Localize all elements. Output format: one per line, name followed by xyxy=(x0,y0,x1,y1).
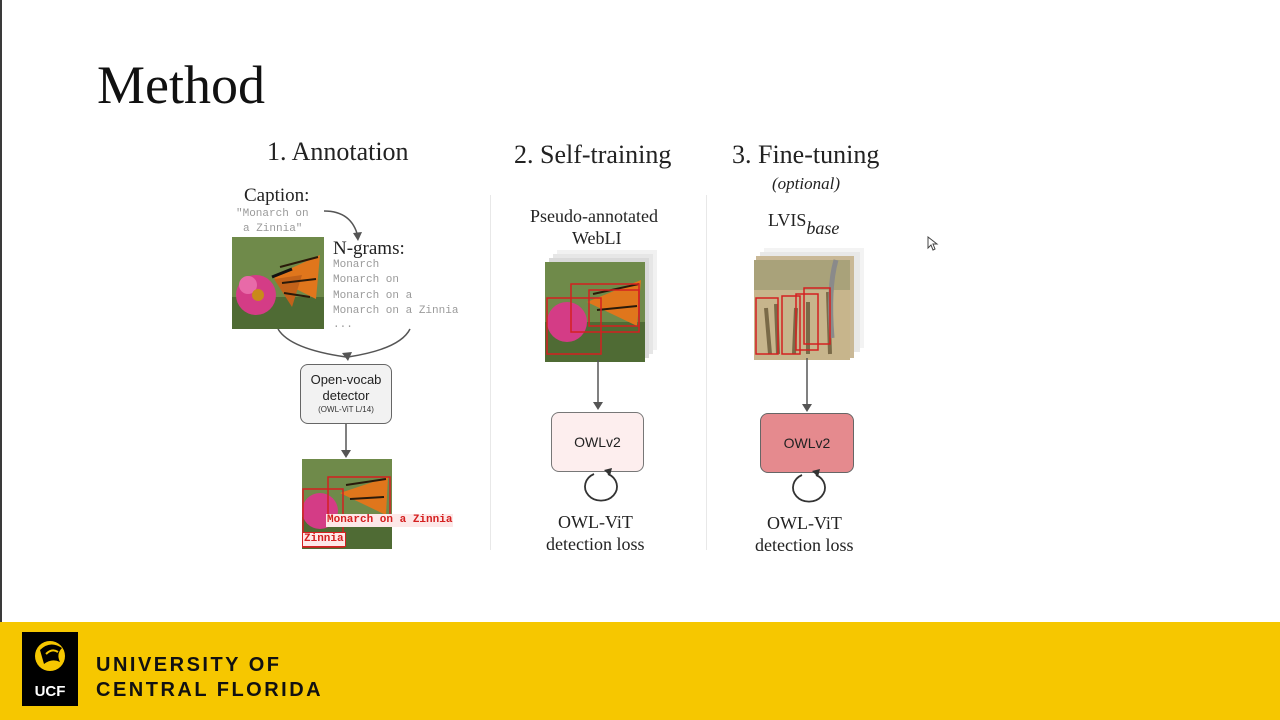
loss-label-line1: OWL-ViT xyxy=(558,512,633,532)
owlv2-box-fine-tuning: OWLv2 xyxy=(760,413,854,473)
ngram-item: Monarch xyxy=(333,259,380,271)
column-divider xyxy=(706,195,707,550)
lvis-text: LVIS xyxy=(768,210,807,230)
slide-frame xyxy=(0,0,2,622)
image-stack xyxy=(545,250,657,362)
loss-label-line1: OWL-ViT xyxy=(767,513,842,533)
ucf-logo: UCF xyxy=(22,632,78,706)
fine-tuning-heading: 3. Fine-tuning xyxy=(732,140,880,169)
lvis-label: LVISbase xyxy=(768,210,839,238)
merge-arrows xyxy=(277,328,411,361)
self-training-heading: 2. Self-training xyxy=(514,140,672,169)
butterfly-image xyxy=(232,237,324,329)
pegasus-icon: UCF xyxy=(35,641,66,700)
detector-line2: detector xyxy=(322,388,370,403)
dataset-label-line2: WebLI xyxy=(572,228,622,248)
caption-text-line1: "Monarch on xyxy=(236,208,309,220)
detector-line1: Open-vocab xyxy=(310,372,382,387)
cursor-icon xyxy=(927,236,939,251)
ngram-item: Monarch on xyxy=(333,274,400,286)
column-divider xyxy=(490,195,491,550)
caption-text-line2: a Zinnia" xyxy=(243,223,303,235)
box-label-zinnia: Zinnia xyxy=(302,532,346,547)
detector-subtitle: (OWL-ViT L/14) xyxy=(318,405,374,414)
logo-text: UCF xyxy=(35,683,66,700)
owlv2-box-self-training: OWLv2 xyxy=(551,412,644,472)
university-line1: UNIVERSITY OF xyxy=(96,654,282,676)
owlv2-label: OWLv2 xyxy=(574,434,621,450)
owlv2-label: OWLv2 xyxy=(783,435,831,451)
footer-bar xyxy=(0,622,1280,720)
university-line2: CENTRAL FLORIDA xyxy=(96,679,324,701)
loop-arrow xyxy=(584,468,618,502)
stack-down-arrow xyxy=(593,360,603,410)
caption-arrow xyxy=(323,210,362,241)
detector-down-arrow xyxy=(341,424,351,458)
ngram-item: ... xyxy=(333,319,353,331)
box-label-monarch: Monarch on a Zinnia xyxy=(326,514,454,527)
detector-box: Open-vocab detector (OWL-ViT L/14) xyxy=(300,364,392,424)
slide-title: Method xyxy=(97,55,265,115)
ngram-item: Monarch on a xyxy=(333,290,413,302)
loop-arrow xyxy=(792,469,826,503)
ngrams-label: N-grams: xyxy=(333,238,405,259)
ngram-item: Monarch on a Zinnia xyxy=(333,305,459,317)
caption-label: Caption: xyxy=(244,185,310,206)
lvis-subscript: base xyxy=(806,218,840,238)
annotation-heading: 1. Annotation xyxy=(267,137,409,166)
giraffe-down-arrow xyxy=(802,358,812,412)
optional-label: (optional) xyxy=(772,174,840,193)
loss-label-line2: detection loss xyxy=(546,534,645,554)
dataset-label-line1: Pseudo-annotated xyxy=(530,206,658,226)
loss-label-line2: detection loss xyxy=(755,535,854,555)
giraffe-image-stack xyxy=(754,248,864,360)
